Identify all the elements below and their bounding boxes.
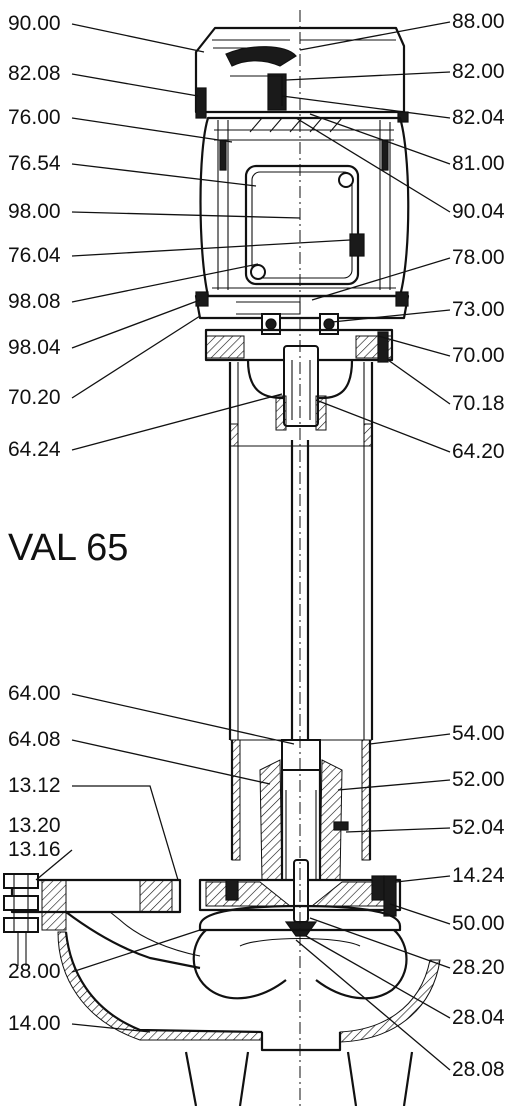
callout-14-24: 14.24 (452, 864, 505, 887)
lantern-bracket (204, 328, 394, 740)
leader-50-00 (389, 903, 451, 925)
leader-90-04 (295, 117, 451, 213)
callout-70-18: 70.18 (452, 392, 505, 415)
callout-28-04: 28.04 (452, 1006, 505, 1029)
leader-70-20 (71, 315, 201, 399)
callout-81-00: 81.00 (452, 152, 505, 175)
callout-98-04: 98.04 (8, 336, 61, 359)
leader-70-18 (387, 359, 451, 405)
callout-28-20: 28.20 (452, 956, 505, 979)
leader-76-04 (71, 239, 351, 257)
callout-70-20: 70.20 (8, 386, 61, 409)
callout-78-00: 78.00 (452, 246, 505, 269)
callout-76-54: 76.54 (8, 152, 61, 175)
callout-52-00: 52.00 (452, 768, 505, 791)
leader-13-16 (35, 849, 73, 881)
callout-76-04: 76.04 (8, 244, 61, 267)
leader-54-00 (369, 733, 451, 745)
callout-76-00: 76.00 (8, 106, 61, 129)
callout-73-00: 73.00 (452, 298, 505, 321)
leader-28-00 (71, 929, 201, 973)
leader-78-00 (311, 257, 451, 301)
leader-81-00 (309, 113, 451, 165)
callout-54-00: 54.00 (452, 722, 505, 745)
callout-70-00: 70.00 (452, 344, 505, 367)
callout-98-08: 98.08 (8, 290, 61, 313)
leader-90-00 (71, 23, 205, 53)
leader-64-00 (71, 693, 295, 745)
leader-76-00 (71, 117, 233, 143)
callout-64-24: 64.24 (8, 438, 61, 461)
callout-50-00: 50.00 (452, 912, 505, 935)
model-label: VAL 65 (8, 527, 128, 569)
leader-13-12 (72, 785, 179, 881)
leader-14-00 (71, 1023, 151, 1033)
motor-assembly (194, 26, 410, 335)
callout-82-04: 82.04 (452, 106, 505, 129)
callout-90-04: 90.04 (452, 200, 505, 223)
callout-52-04: 52.04 (452, 816, 505, 839)
callout-98-00: 98.00 (8, 200, 61, 223)
leader-64-08 (71, 739, 271, 785)
leader-73-00 (331, 309, 451, 323)
leader-76-54 (71, 163, 257, 187)
callouts-right: 88.00 82.00 82.04 81.00 90.04 78.00 73.0… (452, 10, 505, 1081)
callout-28-00: 28.00 (8, 960, 61, 983)
pump-hydraulic-end (3, 739, 441, 1106)
leader-52-04 (345, 827, 451, 833)
leader-82-00 (285, 71, 451, 81)
leader-70-00 (377, 335, 451, 357)
leader-98-00 (71, 211, 301, 219)
leader-64-24 (71, 393, 283, 451)
leader-82-04 (281, 95, 451, 119)
callout-64-20: 64.20 (452, 440, 505, 463)
callout-82-08: 82.08 (8, 62, 61, 85)
leader-28-08 (295, 939, 451, 1071)
callout-64-00: 64.00 (8, 682, 61, 705)
leader-98-08 (71, 263, 259, 303)
leader-98-04 (71, 299, 201, 349)
leader-28-04 (305, 935, 451, 1019)
callout-64-08: 64.08 (8, 728, 61, 751)
callout-13-12: 13.12 (8, 774, 61, 797)
leader-14-24 (395, 875, 451, 883)
callout-82-00: 82.00 (452, 60, 505, 83)
callout-13-16: 13.16 (8, 838, 61, 861)
leader-88-00 (299, 21, 451, 51)
leader-28-20 (309, 917, 451, 969)
callout-90-00: 90.00 (8, 12, 61, 35)
callout-14-00: 14.00 (8, 1012, 61, 1035)
leader-64-20 (315, 399, 451, 453)
callouts-left: 90.00 82.08 76.00 76.54 98.00 76.04 98.0… (8, 12, 128, 1035)
callout-88-00: 88.00 (452, 10, 505, 33)
callout-13-20: 13.20 (8, 814, 61, 837)
leader-82-08 (71, 73, 199, 97)
leader-lines (35, 21, 451, 1071)
leader-52-00 (337, 779, 451, 791)
callout-28-08: 28.08 (452, 1058, 505, 1081)
